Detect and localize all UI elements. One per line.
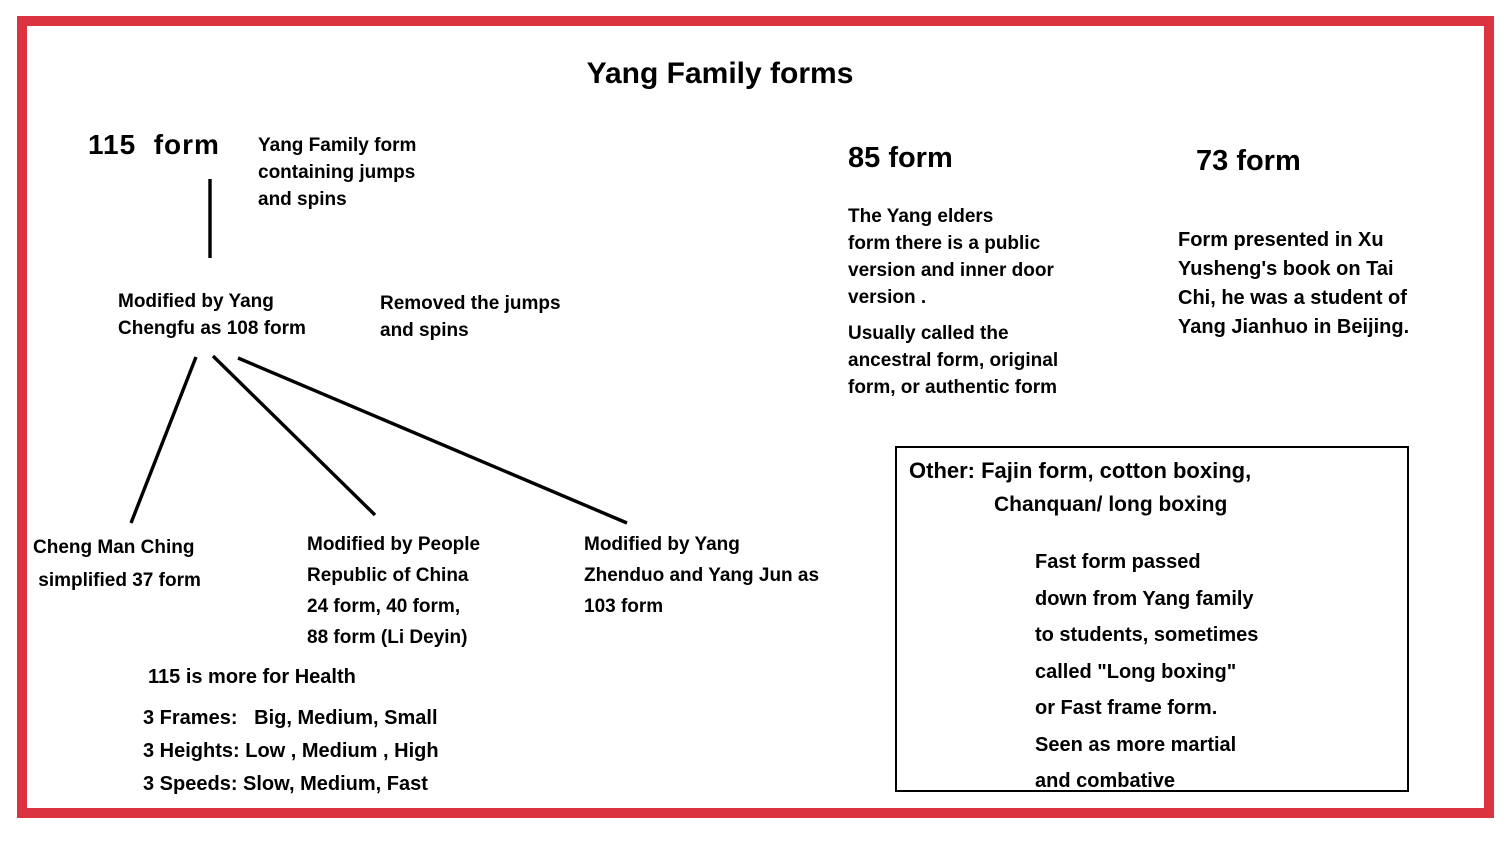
attributes-list: 3 Frames: Big, Medium, Small 3 Heights: …	[143, 707, 439, 795]
other-box-subheading: Chanquan/ long boxing	[994, 493, 1228, 516]
node-37-label: Cheng Man Ching simplified 37 form	[33, 537, 201, 591]
node-115-label: 115 form	[88, 129, 220, 160]
page-title: Yang Family forms	[586, 57, 854, 90]
other-forms-box: Other: Fajin form, cotton boxing, Chanqu…	[895, 446, 1409, 792]
para-73-description: Form presented in Xu Yusheng's book on T…	[1178, 229, 1410, 338]
node-prc-label: Modified by People Republic of China 24 …	[307, 534, 481, 648]
health-note: 115 is more for Health	[148, 666, 356, 688]
node-103-label: Modified by Yang Zhenduo and Yang Jun as…	[584, 534, 820, 617]
node-108-note: Removed the jumps and spins	[380, 293, 561, 341]
heading-85-form: 85 form	[848, 142, 953, 174]
para-85-names: Usually called the ancestral form, origi…	[848, 323, 1059, 398]
other-box-body: Fast form passed down from Yang family t…	[1035, 551, 1259, 792]
heading-73-form: 73 form	[1196, 145, 1301, 177]
red-border-frame	[17, 16, 1494, 818]
node-108-label: Modified by Yang Chengfu as 108 form	[118, 291, 306, 339]
node-115-note: Yang Family form containing jumps and sp…	[258, 135, 417, 210]
other-box-heading: Other: Fajin form, cotton boxing,	[909, 458, 1252, 483]
para-85-description: The Yang elders form there is a public v…	[848, 206, 1054, 308]
